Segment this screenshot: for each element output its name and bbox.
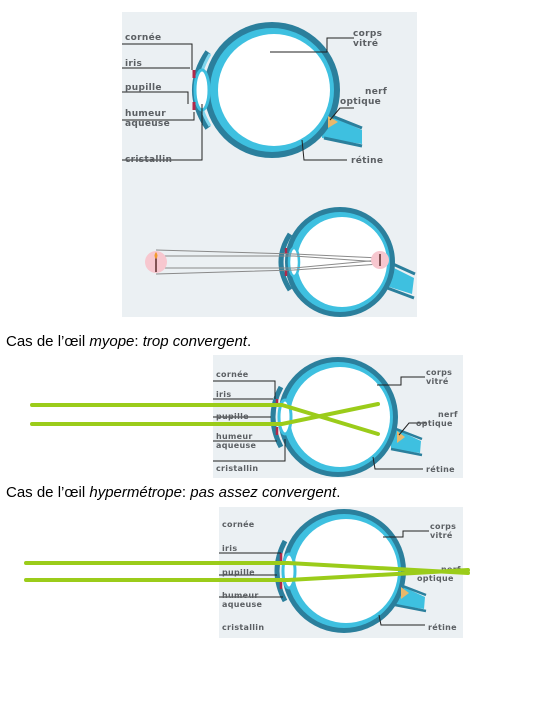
caption-myopia-desc: trop convergent [142,333,247,350]
myopia-ray-upper [30,403,380,436]
caption-myopia-term: myope [89,333,135,350]
caption-hyperopia-term: hypermétrope [89,484,182,501]
myopia-label-iris: iris [216,390,231,399]
hyperopia-label-retina: rétine [428,622,457,632]
hyperopia-label-cornea: cornée [222,519,255,529]
hyperopia-label-aqueous-2: aqueuse [222,600,263,609]
hyperopia-label-pupil: pupille [222,568,255,577]
hyperopia-diagram: cornée iris pupille humeur aqueuse crist… [219,509,461,633]
label-retina: rétine [351,155,383,166]
caption-myopia-end: . [246,333,252,350]
label-aqueous-2: aqueuse [125,119,170,129]
hyperopia-label-nerve-2: optique [417,574,454,583]
label-cornea: cornée [125,32,161,43]
eye-anatomy-diagram: cornée iris pupille humeur aqueuse crist… [122,22,416,317]
myopia-label-pupil: pupille [216,412,249,421]
hyperopia-label-vitreous-2: vitré [430,530,453,540]
myopia-label-lens: cristallin [216,464,258,473]
myopia-label-aqueous-1: humeur [216,432,253,441]
label-nerve-1: nerf [365,87,387,97]
label-vitreous-1: corps [353,29,382,39]
myopia-label-aqueous-2: aqueuse [216,441,257,450]
caption-hyperopia-prefix: Cas de l’œil [6,484,90,501]
caption-hyperopia-colon: : [181,484,191,501]
label-lens: cristallin [125,155,172,165]
caption-hyperopia-desc: pas assez convergent [190,484,337,501]
myopia-label-vitreous-2: vitré [426,376,449,386]
label-nerve-2: optique [340,97,381,107]
label-pupil: pupille [125,83,162,93]
hyperopia-label-lens: cristallin [222,623,264,632]
label-vitreous-2: vitré [353,38,378,49]
caption-hyperopia-end: . [336,484,341,501]
hyperopia-label-aqueous-1: humeur [222,591,259,600]
myopia-label-nerve-1: nerf [438,410,458,419]
hyperopia-label-iris: iris [222,544,237,553]
caption-myopia-colon: : [134,333,143,350]
label-aqueous-1: humeur [125,109,166,119]
myopia-label-vitreous-1: corps [426,368,452,377]
hyperopia-ray-upper [24,561,470,575]
myopia-label-cornea: cornée [216,369,249,379]
myopia-diagram: cornée iris pupille humeur aqueuse crist… [213,357,458,477]
hyperopia-ray-lower [24,568,470,582]
myopia-label-nerve-2: optique [416,419,453,428]
label-iris: iris [125,59,142,69]
hyperopia-label-vitreous-1: corps [430,522,456,531]
caption-hyperopia: Cas de l’œil hypermétrope: pas assez con… [6,484,340,501]
myopia-label-retina: rétine [426,464,455,474]
caption-myopia-prefix: Cas de l’œil [6,333,90,350]
myopia-ray-lower [30,402,380,426]
caption-myopia: Cas de l’œil myope: trop convergent. [6,333,251,350]
